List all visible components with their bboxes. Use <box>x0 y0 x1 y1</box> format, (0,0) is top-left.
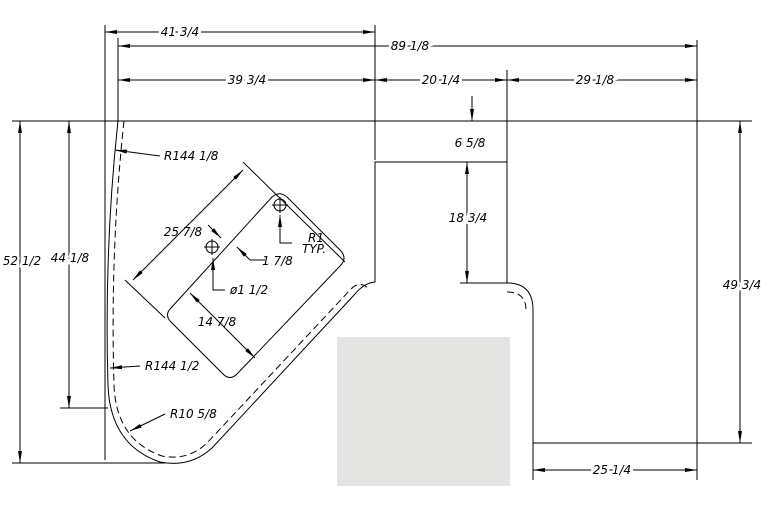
dim-radius-top: R144 1/8 <box>164 149 219 163</box>
countertop-outline <box>106 120 698 464</box>
dim-left-width: 39 3/4 <box>228 73 266 87</box>
dim-41-3-4: 41 3/4 <box>161 25 199 39</box>
sink-cutout <box>167 193 345 378</box>
dimension-lines <box>18 30 742 472</box>
dim-corner-radius: R1 <box>308 231 324 245</box>
dim-right-height: 49 3/4 <box>723 278 761 292</box>
dim-left-height: 52 1/2 <box>3 254 41 268</box>
dim-hole-diameter: ø1 1/2 <box>229 283 268 297</box>
dim-notch-width: 20 1/4 <box>422 73 460 87</box>
dim-radius-bottom: R144 1/2 <box>145 359 199 373</box>
dim-right-leg-width: 25 1/4 <box>593 463 631 477</box>
extension-lines <box>12 25 752 480</box>
dim-right-width: 29 1/8 <box>576 73 615 87</box>
dim-sink-length: 25 7/8 <box>164 225 203 239</box>
dim-notch-depth: 18 3/4 <box>449 211 487 225</box>
dim-hole-offset: 1 7/8 <box>262 254 293 268</box>
faucet-hole <box>204 239 220 255</box>
dim-left-inner-height: 44 1/8 <box>51 251 90 265</box>
dim-sink-width: 14 7/8 <box>198 315 237 329</box>
faucet-hole <box>272 197 288 213</box>
dim-overall-width: 89 1/8 <box>391 39 430 53</box>
dim-radius-corner: R10 5/8 <box>170 407 217 421</box>
edge-profile-dashed <box>112 120 527 458</box>
dim-corner-radius-typ: TYP. <box>302 242 326 256</box>
dim-notch-top: 6 5/8 <box>455 136 486 150</box>
material-swatch <box>337 337 510 486</box>
